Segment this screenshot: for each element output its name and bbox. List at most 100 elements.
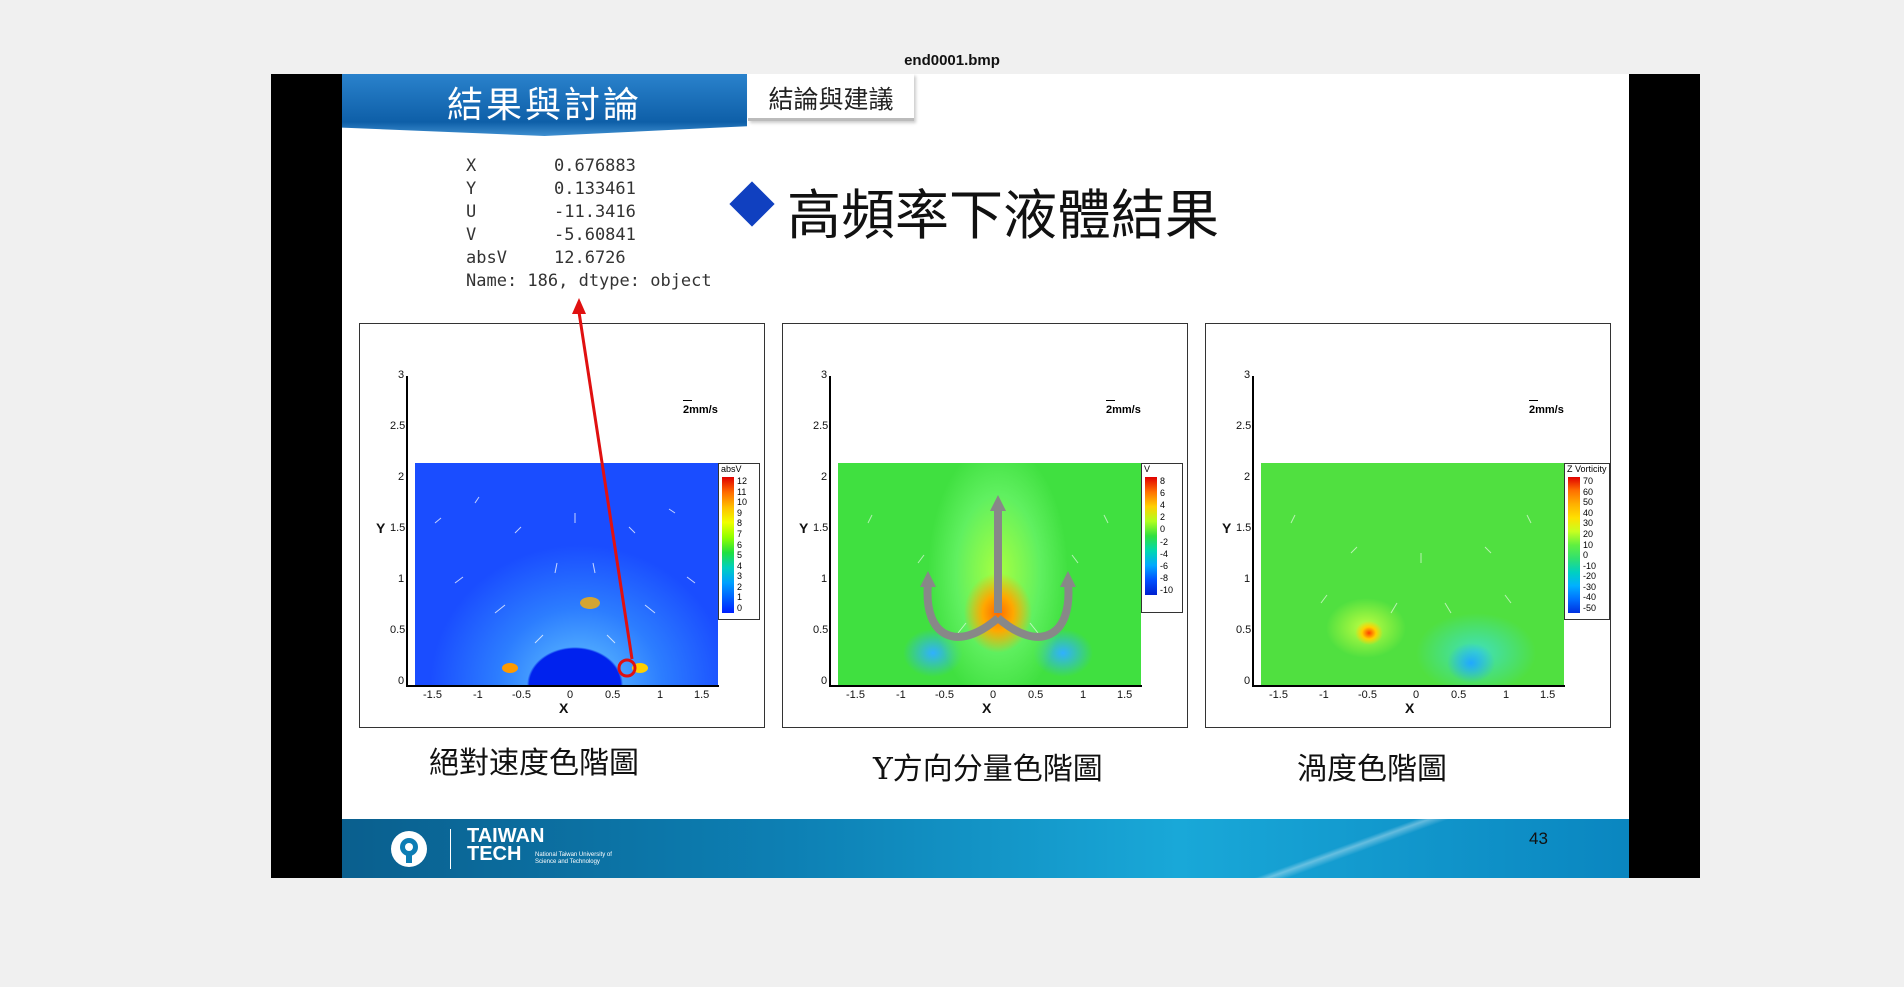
info-footer: Name: 186, dtype: object — [466, 271, 712, 291]
y-tick: 2.5 — [813, 420, 829, 432]
x-tick: -0.5 — [1358, 689, 1377, 701]
y-tick: 0.5 — [813, 624, 829, 636]
x-tick: -0.5 — [512, 689, 531, 701]
legend-tick-label: 10 — [737, 497, 748, 508]
legend-tick-label: 30 — [1583, 518, 1594, 529]
window-title: end0001.bmp — [904, 52, 1000, 69]
y-tick: 0 — [821, 675, 828, 687]
legend-tick-label: 3 — [737, 571, 743, 582]
x-tick: -0.5 — [935, 689, 954, 701]
y-axis-label: Y — [1222, 520, 1232, 536]
y-tick: 1.5 — [1236, 522, 1252, 534]
y-tick: 3 — [821, 369, 828, 381]
x-tick: -1.5 — [423, 689, 442, 701]
x-tick: -1 — [473, 689, 483, 701]
x-tick: 1.5 — [1117, 689, 1133, 701]
legend-title: Z Vorticity — [1567, 464, 1607, 474]
scale-label: 2mm/s — [1106, 400, 1141, 416]
y-tick: 2.5 — [390, 420, 406, 432]
legend-tick-label: 40 — [1583, 507, 1594, 518]
x-tick: 0 — [990, 689, 997, 701]
x-axis — [406, 685, 719, 687]
logo-wordmark: TAIWAN TECH — [467, 825, 545, 865]
y-axis — [829, 376, 831, 687]
legend-tick-label: 8 — [737, 518, 743, 529]
section-title: 結果與討論 — [446, 85, 642, 126]
legend-tick-label: -20 — [1583, 571, 1597, 582]
taiwan-tech-logo-icon — [391, 831, 427, 867]
x-tick: 0.5 — [1028, 689, 1044, 701]
info-row-u: U-11.3416 — [466, 202, 636, 222]
y-tick: 2.5 — [1236, 420, 1252, 432]
caption-vorticity: 渦度色階圖 — [1297, 752, 1447, 787]
legend-title: V — [1144, 464, 1151, 474]
x-tick: 1 — [657, 689, 664, 701]
legend-tick-label: -50 — [1583, 603, 1597, 613]
y-tick: 2 — [821, 471, 828, 483]
legend-tick-label: -40 — [1583, 592, 1597, 603]
y-axis-label: Y — [376, 520, 386, 536]
y-tick: 0.5 — [1236, 624, 1252, 636]
vector-field — [1290, 514, 1532, 614]
logo-subtitle: National Taiwan University of Science an… — [535, 852, 612, 865]
legend-tick-label: 0 — [1160, 524, 1166, 535]
x-tick: 0.5 — [605, 689, 621, 701]
legend-tick-label: -6 — [1160, 560, 1169, 571]
section-tab: 結論與建議 — [748, 74, 914, 121]
scale-label: 2mm/s — [1529, 400, 1564, 416]
caption-v: Y方向分量色階圖 — [873, 752, 1103, 787]
caption-absv: 絕對速度色階圖 — [429, 746, 639, 781]
x-tick: -1.5 — [846, 689, 865, 701]
y-tick: 3 — [398, 369, 405, 381]
legend-tick-label: -30 — [1583, 581, 1597, 592]
legend-colorbar — [1145, 477, 1157, 595]
x-axis — [1252, 685, 1565, 687]
absv-contour-plot — [415, 463, 718, 685]
y-tick: 1.5 — [813, 522, 829, 534]
y-tick: 0 — [1244, 675, 1251, 687]
plot-panel-v: 3 2.5 2 1.5 1 0.5 0 Y -1.5 -1 -0.5 0 0.5… — [782, 323, 1188, 728]
legend-tick-label: -10 — [1583, 560, 1597, 571]
plot-panel-absv: 3 2.5 2 1.5 1 0.5 0 Y -1.5 -1 -0.5 0 0.5… — [359, 323, 765, 728]
slide-footer: TAIWAN TECH National Taiwan University o… — [342, 819, 1629, 878]
plot-panel-vorticity: 3 2.5 2 1.5 1 0.5 0 Y -1.5 -1 -0.5 0 0.5… — [1205, 323, 1611, 728]
section-ribbon — [342, 74, 747, 122]
legend-tick-label: 8 — [1160, 476, 1166, 486]
legend-colorbar — [1568, 477, 1580, 613]
vector-field — [434, 496, 696, 678]
y-tick: 3 — [1244, 369, 1251, 381]
legend-tick-label: 7 — [737, 528, 743, 539]
legend-tick-label: 50 — [1583, 497, 1594, 508]
info-row-v: V-5.60841 — [466, 225, 636, 245]
y-tick: 2 — [1244, 471, 1251, 483]
legend-tick-label: 4 — [737, 560, 743, 571]
y-tick: 0.5 — [390, 624, 406, 636]
legend-tick-label: 0 — [1583, 550, 1589, 561]
page-number: 43 — [1529, 829, 1548, 848]
x-tick: -1 — [1319, 689, 1329, 701]
v-contour-plot — [838, 463, 1141, 685]
x-axis-label: X — [1405, 700, 1415, 716]
legend-tick-label: 5 — [737, 550, 743, 561]
y-tick: 1.5 — [390, 522, 406, 534]
x-axis-label: X — [982, 700, 992, 716]
y-tick: 1 — [821, 573, 828, 585]
legend-tick-label: -4 — [1160, 548, 1169, 559]
bullet-diamond-icon — [729, 181, 775, 227]
legend-tick-label: -10 — [1160, 585, 1174, 595]
legend-tick-label: 0 — [737, 603, 743, 613]
flow-arrows — [867, 495, 1109, 641]
y-axis-label: Y — [799, 520, 809, 536]
logo-divider — [450, 829, 451, 869]
legend-tick-label: 60 — [1583, 486, 1594, 497]
legend-tick-label: 9 — [737, 507, 743, 518]
legend-colorbar — [722, 477, 734, 613]
x-tick: 1.5 — [694, 689, 710, 701]
slide-heading: 高頻率下液體結果 — [787, 184, 1219, 247]
